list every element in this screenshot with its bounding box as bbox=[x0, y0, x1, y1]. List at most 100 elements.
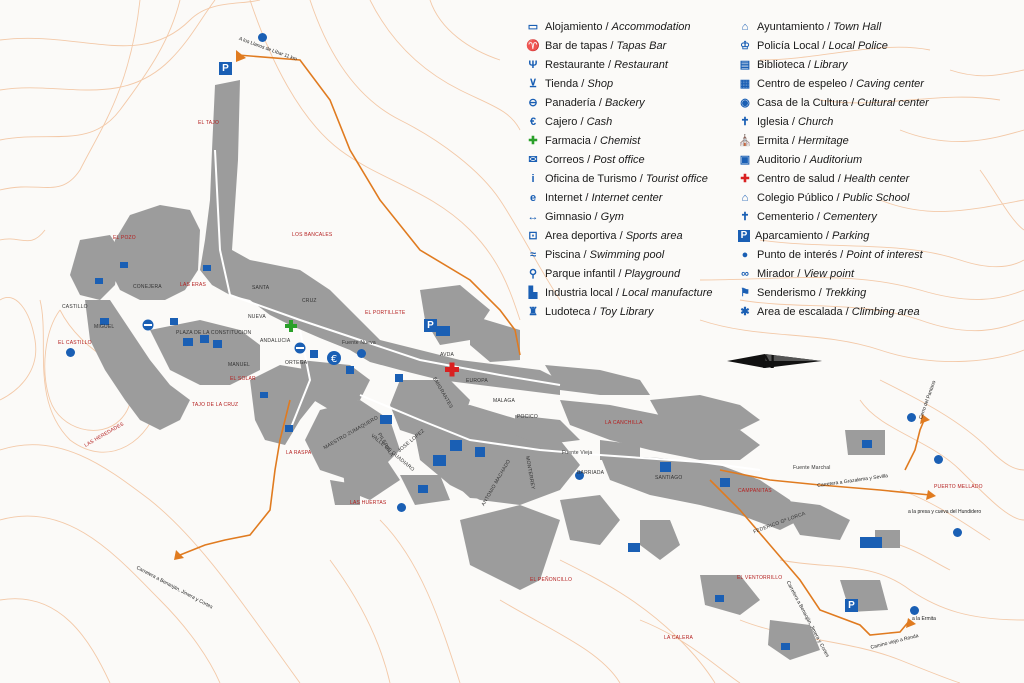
legend-label-en: Health center bbox=[843, 172, 910, 185]
legend-label-en: Hermitage bbox=[797, 134, 849, 147]
legend-right: ⌂Ayuntamiento / Town Hall♔Policía Local … bbox=[738, 17, 929, 321]
bed-icon: ▭ bbox=[527, 21, 539, 33]
health-center-marker bbox=[445, 362, 459, 377]
street-label: PLAZA DE LA CONSTITUCION bbox=[176, 330, 252, 336]
north-label: N bbox=[762, 352, 775, 372]
legend-label-en: Playground bbox=[624, 267, 681, 280]
point-of-interest-marker[interactable] bbox=[910, 606, 919, 615]
pharmacy-marker bbox=[285, 320, 297, 332]
street-label: BARRIADA bbox=[577, 470, 605, 476]
fountain-label: Fuente Vieja bbox=[562, 450, 593, 456]
climber-icon: ✱ bbox=[740, 306, 750, 318]
legend-label-en: Public School bbox=[842, 191, 910, 204]
parking-icon: P bbox=[738, 229, 750, 242]
legend-item: ↔Gimnasio / Gym bbox=[527, 210, 624, 223]
svg-text:€: € bbox=[331, 354, 337, 365]
place-label: LA RASPA bbox=[286, 450, 312, 456]
street-label: NUEVA bbox=[248, 314, 266, 320]
legend-label-es: Policía Local bbox=[757, 39, 820, 52]
legend-label-es: Area deportiva bbox=[545, 229, 617, 242]
parking-icon[interactable]: P bbox=[845, 599, 858, 612]
legend-item: ⚑Senderismo / Trekking bbox=[738, 283, 929, 302]
legend-label-es: Cajero bbox=[545, 115, 578, 128]
place-label: EL VENTORRILLO bbox=[737, 575, 783, 581]
point-of-interest-marker[interactable] bbox=[907, 413, 916, 422]
hermitage-icon: ⛪ bbox=[738, 135, 752, 147]
point-of-interest-marker[interactable] bbox=[953, 528, 962, 537]
point-of-interest-marker[interactable] bbox=[934, 455, 943, 464]
street-label: EUROPA bbox=[466, 378, 488, 384]
routes bbox=[179, 54, 931, 636]
legend-item: ⊖Panadería / Backery bbox=[526, 93, 713, 112]
legend-label-es: Alojamiento bbox=[545, 20, 603, 33]
place-label: EL SOLAR bbox=[230, 376, 256, 382]
caving-icon: ▦ bbox=[739, 78, 751, 90]
legend-label-es: Correos bbox=[545, 153, 585, 166]
legend-label-es: Mirador bbox=[757, 267, 795, 280]
shopping-cart-icon: ⊻ bbox=[528, 78, 538, 90]
legend-label-es: Gimnasio bbox=[545, 210, 592, 223]
legend-label-en: Cash bbox=[586, 115, 613, 128]
legend-label-es: Ermita bbox=[757, 134, 789, 147]
legend-item: ⊻Tienda / Shop bbox=[526, 74, 713, 93]
legend-label-en: Chemist bbox=[600, 134, 641, 147]
playground-icon: ⚲ bbox=[528, 268, 538, 280]
legend-label-es: Biblioteca bbox=[757, 58, 805, 71]
fountain-label: Fuente Marchal bbox=[793, 465, 831, 471]
legend-label-en: Auditorium bbox=[809, 153, 863, 166]
legend-label-en: View point bbox=[803, 267, 855, 280]
bakery-marker-2 bbox=[142, 319, 154, 331]
place-label: EL PORTILLETE bbox=[365, 310, 406, 316]
legend-label-en: Local Police bbox=[828, 39, 888, 52]
info-icon: i bbox=[531, 172, 535, 185]
point-of-interest-marker[interactable] bbox=[575, 471, 584, 480]
point-of-interest-marker[interactable] bbox=[258, 33, 267, 42]
place-label: LA CANCHILLA bbox=[605, 420, 643, 426]
place-label: LOS BANCALES bbox=[292, 232, 333, 238]
point-of-interest-marker[interactable] bbox=[397, 503, 406, 512]
auditorium-icon: ▣ bbox=[739, 154, 751, 166]
legend-item: ≈Piscina / Swimming pool bbox=[526, 245, 713, 264]
point-of-interest-marker[interactable] bbox=[357, 349, 366, 358]
legend-label-es: Cementerio bbox=[757, 210, 814, 223]
place-label: LAS ERAS bbox=[180, 282, 207, 288]
legend-item: ✚Centro de salud / Health center bbox=[738, 169, 929, 188]
church-icon: ✝ bbox=[740, 116, 750, 128]
place-label: LAS HUERTAS bbox=[350, 500, 387, 506]
legend-label-es: Panadería bbox=[545, 96, 596, 109]
legend-label-en: Cultural center bbox=[857, 96, 929, 109]
legend-label-en: Cementery bbox=[823, 210, 877, 223]
route-label: a la presa y cueva del Hundidero bbox=[908, 509, 982, 515]
legend-item: ▭Alojamiento / Accommodation bbox=[527, 20, 691, 34]
place-label: EL PEÑONCILLO bbox=[530, 577, 573, 583]
place-label: PUERTO MELLADO bbox=[934, 484, 983, 490]
sports-area-icon: ⊡ bbox=[528, 230, 538, 242]
place-label: TAJO DE LA CRUZ bbox=[192, 402, 239, 408]
legend-label-es: Aparcamiento bbox=[755, 229, 823, 242]
fountain-label: Fuente Nueva bbox=[342, 340, 376, 346]
pharmacy-cross-icon: ✚ bbox=[528, 135, 538, 147]
street-label: MALAGA bbox=[493, 398, 516, 404]
parking-icon[interactable]: P bbox=[219, 62, 232, 75]
legend-label-en: Shop bbox=[587, 77, 614, 90]
point-icon: ● bbox=[741, 248, 749, 261]
legend-label-en: Toy Library bbox=[599, 305, 654, 318]
legend-item: ⚲Parque infantil / Playground bbox=[526, 264, 713, 283]
legend-label-en: Caving center bbox=[856, 77, 924, 90]
legend-item: ●Punto de interés / Point of interest bbox=[738, 245, 929, 264]
legend-label-es: Industria local bbox=[545, 286, 613, 299]
legend-label-es: Internet bbox=[545, 191, 583, 204]
school-icon: ⌂ bbox=[741, 191, 749, 204]
legend-item: €Cajero / Cash bbox=[526, 112, 713, 131]
internet-icon: e bbox=[529, 191, 537, 204]
point-of-interest-marker[interactable] bbox=[66, 348, 75, 357]
legend-left: ▭Alojamiento / Accommodation♈Bar de tapa… bbox=[526, 17, 713, 321]
street-label: MANUEL bbox=[228, 362, 251, 368]
parking-icon[interactable]: P bbox=[424, 319, 437, 332]
legend-item: ⌂Colegio Público / Public School bbox=[738, 188, 929, 207]
